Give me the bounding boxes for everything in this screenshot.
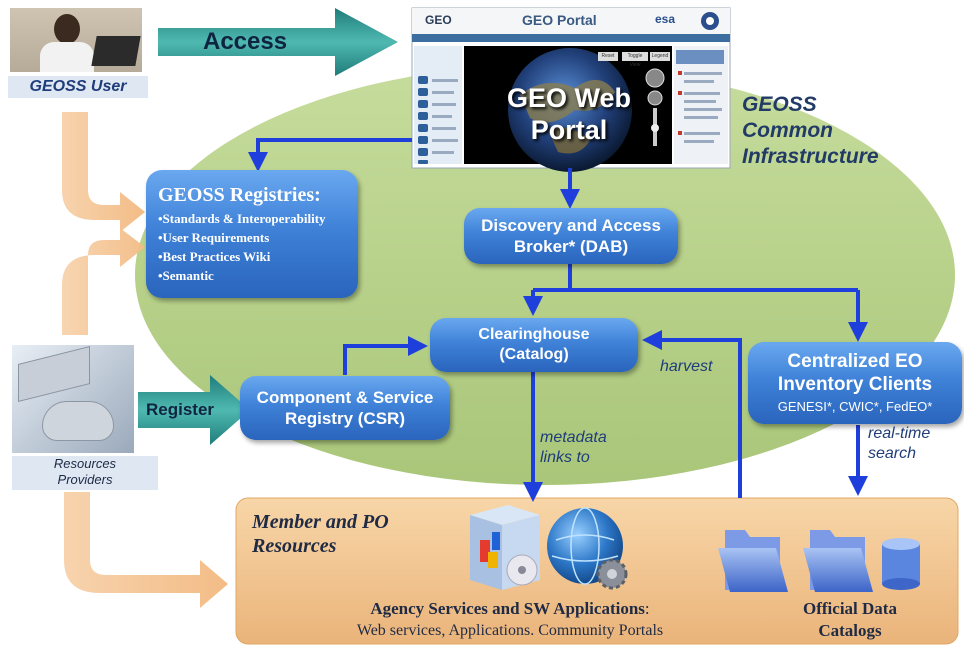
register-label: Register [146,400,215,419]
resources-providers-photo [12,345,134,453]
portal-geo-logo: GEO [425,13,452,27]
official-line2: Catalogs [818,621,882,640]
connector-arrows [248,138,868,502]
access-label: Access [203,28,288,55]
registries-item-semantic: •Semantic [158,267,214,283]
clearinghouse-line2: (Catalog) [499,346,569,363]
person-head-icon [54,14,80,44]
dab-line2: Broker* (DAB) [513,237,629,256]
dab-line1: Discovery and Access [481,216,661,235]
eo-line3: GENESI*, CWIC*, FedEO* [777,399,933,414]
registries-item-best-practices: •Best Practices Wiki [158,248,271,264]
csr-line2: Registry (CSR) [285,409,405,428]
resources-providers-line1: Resources [53,456,117,471]
infra-title-line3: Infrastructure [742,145,879,168]
resources-title: Member and PO Resources [252,510,389,558]
official-line1: Official Data [803,599,897,618]
registries-item-standards: •Standards & Interoperability [158,210,326,226]
csr-line1: Component & Service [256,388,434,407]
portal-esa-logo: esa [655,12,676,26]
official-data-catalogs-text: Official Data Catalogs [760,598,940,642]
database-icon [882,538,920,590]
web-globe-gear-icon [547,507,628,590]
agency-subtitle: Web services, Applications. Community Po… [356,622,664,639]
portal-header-title: GEO Portal [522,12,597,28]
resources-providers-label: Resources Providers [12,456,158,490]
resources-title-line2: Resources [252,535,337,557]
person-body-icon [40,42,94,72]
realtime-line2: search [868,445,917,462]
infra-title-line1: GEOSS [742,93,817,116]
clearinghouse-box: Clearinghouse (Catalog) [430,318,638,372]
agency-colon: : [644,599,650,618]
geoss-user-photo [10,8,142,72]
agency-title: Agency Services and SW Applications [370,599,645,618]
portal-title-line2: Portal [530,115,608,145]
harvest-label: harvest [660,358,713,375]
portal-btn-toggle: Toggle View [627,53,643,68]
laptop-icon [91,36,141,66]
registries-item-user-requirements: •User Requirements [158,229,270,245]
metadata-line2: links to [540,449,590,466]
portal-btn-reset: Reset [601,53,615,59]
metadata-label: metadata links to [540,428,607,468]
hand-mouse-icon [42,401,114,441]
eo-inventory-clients-box: Centralized EO Inventory Clients GENESI*… [748,342,962,424]
portal-title-line1: GEO Web [506,83,632,113]
eo-line1: Centralized EO [787,351,923,372]
portal-btn-legend: Legend [651,53,669,59]
geoss-common-infrastructure-title: GEOSS Common Infrastructure [742,92,879,170]
peach-flow-arrows [62,112,228,608]
resources-providers-line2: Providers [57,472,113,487]
eo-line2: Inventory Clients [777,374,933,395]
access-arrow-shape [158,8,398,76]
agency-title-row: Agency Services and SW Applications: [290,598,730,620]
realtime-search-label: real-time search [868,424,930,464]
geo-portal-screenshot [411,7,731,172]
clearinghouse-line1: Clearinghouse [478,326,590,343]
folder-icon-2 [803,530,873,592]
geoss-user-label: GEOSS User [8,76,148,98]
csr-box: Component & Service Registry (CSR) [240,376,450,440]
resources-title-line1: Member and PO [252,511,389,533]
software-package-icon [470,505,540,590]
folder-icon [718,530,788,592]
dab-box: Discovery and Access Broker* (DAB) [464,208,678,264]
geoss-registries-box: GEOSS Registries: •Standards & Interoper… [146,170,358,298]
register-arrow-shape [138,375,250,445]
portal-title: GEO Web Portal [474,82,664,146]
agency-services-text: Agency Services and SW Applications: Web… [290,598,730,642]
keyboard-icon [18,346,90,402]
metadata-line1: metadata [540,429,607,446]
realtime-line1: real-time [868,425,931,442]
infra-title-line2: Common [742,119,833,142]
registries-title: GEOSS Registries: [158,183,321,206]
